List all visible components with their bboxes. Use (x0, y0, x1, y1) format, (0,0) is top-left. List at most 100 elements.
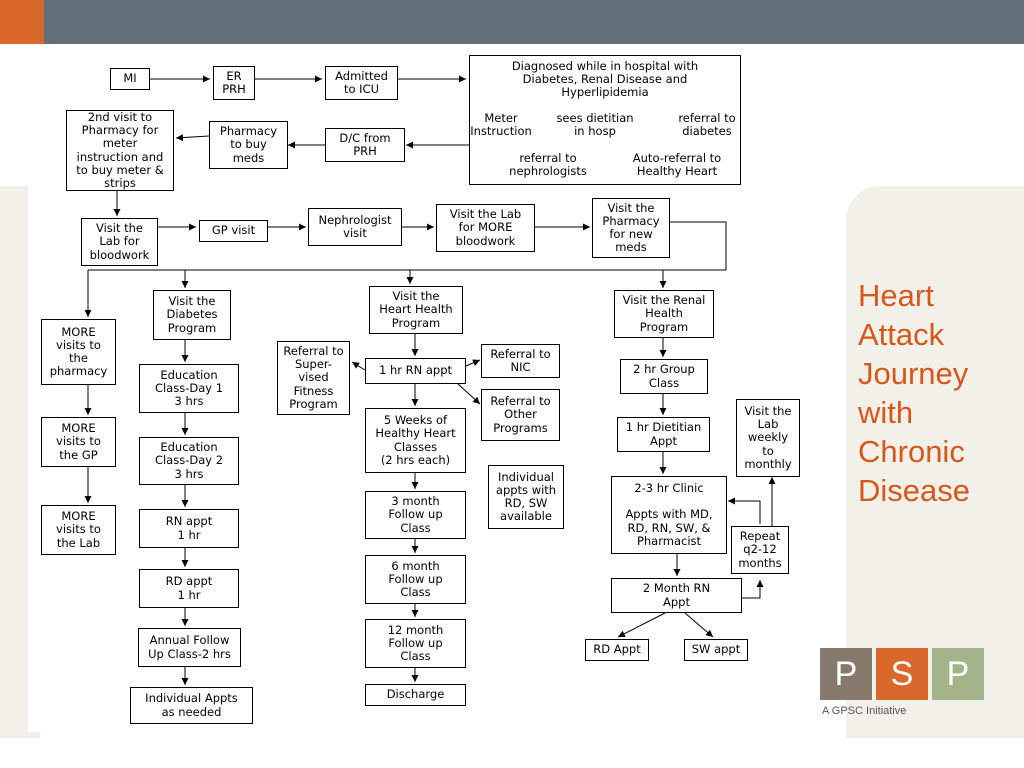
node-dietitian-appt-label: 1 hr Dietitian Appt (625, 420, 702, 448)
node-referral-other-label: Referral to Other Programs (490, 394, 551, 435)
node-rd-appt-renal: RD Appt (585, 639, 649, 661)
node-renal-program-label: Visit the Renal Health Program (622, 293, 706, 334)
node-lab-weekly-label: Visit the Lab weekly to monthly (744, 403, 792, 471)
node-individual-rd-sw: Individual appts with RD, SW available (488, 465, 564, 529)
node-discharge-label: Discharge (386, 687, 445, 702)
node-more-lab-label: MORE visits to the Lab (56, 509, 101, 550)
node-gp-visit: GP visit (199, 220, 268, 242)
node-more-lab: MORE visits to the Lab (41, 505, 116, 555)
node-pharmacy-2nd-visit-label: 2nd visit to Pharmacy for meter instruct… (76, 109, 164, 190)
text-referral-nephrologists: referral to nephrologists (509, 151, 587, 179)
arrow-repeat-clinic (728, 497, 761, 524)
text-sees-dietitian: sees dietitian in hosp (556, 111, 634, 139)
node-sw-appt: SW appt (684, 639, 748, 661)
node-referral-nic-label: Referral to NIC (490, 346, 551, 374)
text-meter-instruction: Meter Instruction (470, 111, 532, 139)
node-lab-bloodwork-label: Visit the Lab for bloodwork (89, 221, 150, 262)
node-rd-appt: RD appt 1 hr (139, 569, 239, 608)
node-heart-health-program-label: Visit the Heart Health Program (379, 289, 453, 330)
node-mi: MI (110, 68, 150, 90)
node-healthy-heart-classes: 5 Weeks of Healthy Heart Classes (2 hrs … (365, 408, 466, 473)
psp-logo: P S P A GPSC Initiative (820, 648, 990, 724)
node-renal-program: Visit the Renal Health Program (614, 290, 714, 338)
node-6month-followup: 6 month Follow up Class (365, 555, 466, 604)
node-referral-fitness: Referral to Super- vised Fitness Program (277, 341, 350, 415)
arrow-rn1hr-other (457, 383, 481, 405)
node-pharmacy-buy-meds: Pharmacy to buy meds (209, 121, 288, 169)
node-dc-prh: D/C from PRH (325, 128, 405, 162)
node-education-day1-label: Education Class-Day 1 3 hrs (154, 367, 224, 409)
node-annual-followup: Annual Follow Up Class-2 hrs (138, 628, 241, 667)
node-mi-label: MI (123, 71, 137, 86)
node-more-gp-label: MORE visits to the GP (56, 421, 101, 462)
node-nephrologist-visit-label: Nephrologist visit (318, 212, 392, 240)
node-er: ER PRH (213, 66, 255, 100)
node-rn-1hr-label: 1 hr RN appt (378, 363, 453, 378)
node-rn-2month-label: 2 Month RN Appt (642, 581, 711, 609)
node-rn-appt: RN appt 1 hr (139, 509, 239, 548)
node-sw-appt-label: SW appt (691, 642, 741, 657)
node-discharge: Discharge (365, 684, 466, 706)
node-lab-weekly: Visit the Lab weekly to monthly (736, 399, 800, 477)
node-more-pharmacy: MORE visits to the pharmacy (41, 319, 116, 385)
logo-tagline: A GPSC Initiative (822, 705, 907, 717)
connector-distribution-bus (88, 221, 727, 271)
node-pharmacy-new-meds-label: Visit the Pharmacy for new meds (602, 200, 660, 255)
node-rd-appt-renal-label: RD Appt (593, 642, 641, 657)
node-nephrologist-visit: Nephrologist visit (308, 208, 402, 246)
node-referral-nic: Referral to NIC (481, 344, 560, 378)
node-rd-appt-label: RD appt 1 hr (165, 574, 213, 602)
node-dietitian-appt: 1 hr Dietitian Appt (617, 417, 710, 452)
node-group-class-label: 2 hr Group Class (633, 362, 695, 390)
node-clinic-label: 2-3 hr Clinic Appts with MD, RD, RN, SW,… (625, 480, 713, 548)
node-6month-followup-label: 6 month Follow up Class (388, 558, 443, 600)
arrow-rn2m-repeat (742, 580, 764, 599)
node-repeat: Repeat q2-12 months (731, 526, 789, 574)
node-diabetes-program-label: Visit the Diabetes Program (166, 294, 218, 335)
text-referral-diabetes: referral to diabetes (678, 111, 736, 139)
node-individual-appts: Individual Appts as needed (130, 687, 253, 724)
node-diagnosed-label: Diagnosed while in hospital with Diabete… (511, 59, 699, 100)
arrow-pharmacybuy-pharmacy2nd (175, 134, 210, 142)
text-auto-referral: Auto-referral to Healthy Heart (632, 151, 722, 179)
node-dc-prh-label: D/C from PRH (339, 130, 391, 158)
node-lab-bloodwork: Visit the Lab for bloodwork (81, 218, 158, 266)
node-3month-followup-label: 3 month Follow up Class (388, 494, 443, 535)
node-gp-visit-label: GP visit (211, 223, 256, 238)
node-repeat-label: Repeat q2-12 months (738, 529, 782, 570)
node-icu: Admitted to ICU (325, 66, 398, 100)
node-pharmacy-buy-meds-label: Pharmacy to buy meds (219, 124, 278, 165)
arrow-rn2m-rdappt (617, 612, 666, 638)
node-more-gp: MORE visits to the GP (41, 417, 116, 467)
node-rn-1hr: 1 hr RN appt (365, 358, 466, 384)
node-12month-followup-label: 12 month Follow up Class (387, 622, 444, 664)
node-referral-fitness-label: Referral to Super- vised Fitness Program (283, 343, 344, 411)
node-lab-more-bloodwork: Visit the Lab for MORE bloodwork (436, 204, 535, 252)
top-banner-accent (0, 0, 44, 44)
node-individual-rd-sw-label: Individual appts with RD, SW available (495, 469, 557, 524)
node-diabetes-program: Visit the Diabetes Program (153, 290, 231, 340)
node-annual-followup-label: Annual Follow Up Class-2 hrs (148, 633, 231, 661)
node-clinic: 2-3 hr Clinic Appts with MD, RD, RN, SW,… (611, 476, 727, 554)
node-healthy-heart-classes-label: 5 Weeks of Healthy Heart Classes (2 hrs … (375, 413, 456, 467)
logo-letter-s: S (876, 648, 928, 700)
logo-letter-p2: P (932, 648, 984, 700)
node-referral-other: Referral to Other Programs (481, 389, 560, 441)
node-individual-appts-label: Individual Appts as needed (145, 691, 238, 719)
arrow-rn2m-swappt (684, 612, 714, 638)
node-pharmacy-2nd-visit: 2nd visit to Pharmacy for meter instruct… (66, 110, 174, 191)
node-more-pharmacy-label: MORE visits to the pharmacy (49, 324, 108, 379)
node-lab-more-bloodwork-label: Visit the Lab for MORE bloodwork (449, 207, 522, 248)
node-rn-appt-label: RN appt 1 hr (165, 514, 213, 542)
top-banner (0, 0, 1024, 44)
node-diagnosed: Diagnosed while in hospital with Diabete… (469, 55, 741, 185)
node-group-class: 2 hr Group Class (620, 359, 708, 394)
logo-letter-p1: P (820, 648, 872, 700)
node-er-label: ER PRH (222, 68, 246, 96)
node-education-day2: Education Class-Day 2 3 hrs (139, 437, 239, 485)
node-3month-followup: 3 month Follow up Class (365, 491, 466, 539)
node-education-day1: Education Class-Day 1 3 hrs (139, 364, 239, 413)
node-icu-label: Admitted to ICU (335, 68, 388, 96)
node-12month-followup: 12 month Follow up Class (365, 619, 466, 668)
slide-title: Heart Attack Journey with Chronic Diseas… (858, 278, 970, 508)
